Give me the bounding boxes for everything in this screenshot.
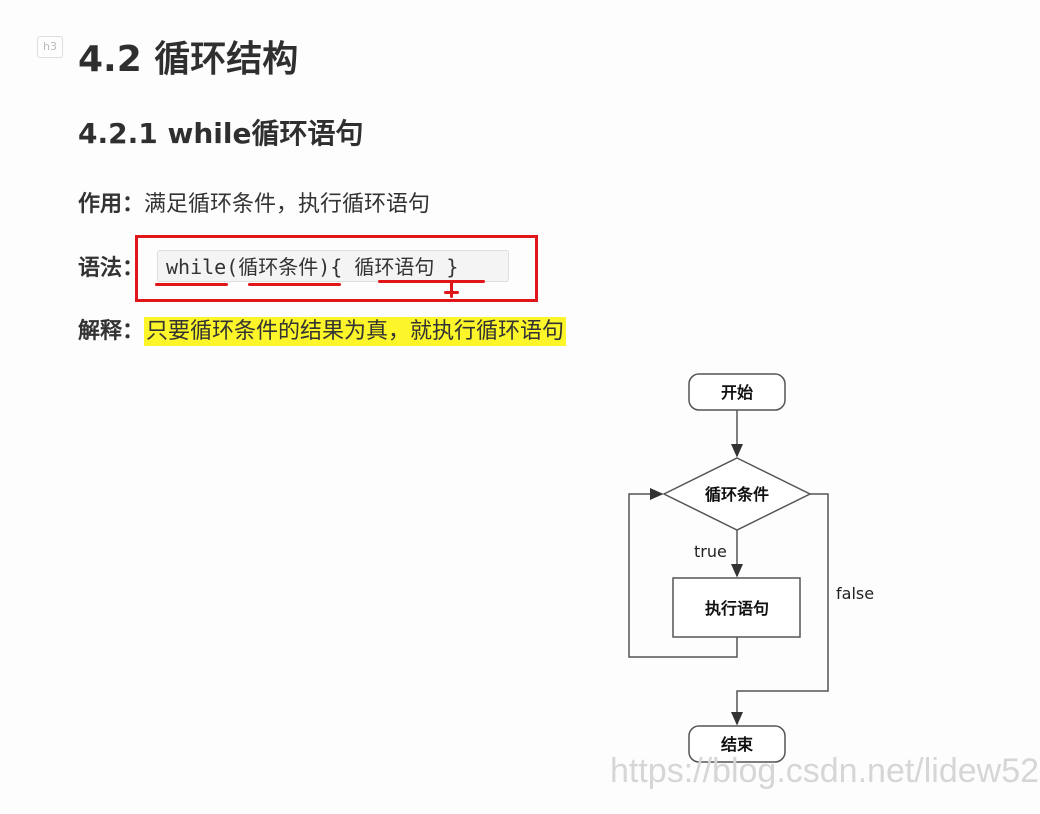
underline-while: [155, 283, 228, 286]
syntax-code: while(循环条件){ 循环语句 }: [157, 250, 509, 282]
syntax-label: 语法：: [78, 256, 145, 281]
process-node: [672, 577, 801, 638]
annotation-mark: [444, 291, 459, 294]
false-label: false: [836, 584, 874, 603]
end-label: 结束: [720, 735, 754, 754]
underline-condition: [248, 283, 341, 286]
true-label: true: [694, 542, 727, 561]
subsection-heading: 4.2.1 while循环语句: [78, 117, 364, 150]
explain-paragraph: 解释：只要循环条件的结果为真，就执行循环语句: [78, 313, 567, 346]
loop-back-arrow: [628, 488, 738, 658]
heading-level-icon: h3: [37, 36, 63, 58]
annotation-mark: [450, 282, 453, 298]
red-annotation-box: [135, 235, 538, 302]
explain-highlighted-text: 只要循环条件的结果为真，就执行循环语句: [144, 317, 567, 346]
purpose-label: 作用：: [78, 192, 145, 217]
section-heading: 4.2 循环结构: [78, 39, 299, 80]
explain-label: 解释：: [78, 319, 145, 344]
arrow-false: [731, 493, 829, 726]
watermark: https://blog.csdn.net/lidew521: [610, 752, 1040, 790]
underline-statement: [378, 280, 485, 283]
purpose-paragraph: 作用：满足循环条件，执行循环语句: [78, 186, 430, 218]
condition-label: 循环条件: [705, 485, 769, 504]
purpose-text: 满足循环条件，执行循环语句: [144, 192, 431, 217]
end-node: [688, 725, 786, 763]
process-label: 执行语句: [705, 599, 769, 618]
start-label: 开始: [721, 383, 753, 402]
